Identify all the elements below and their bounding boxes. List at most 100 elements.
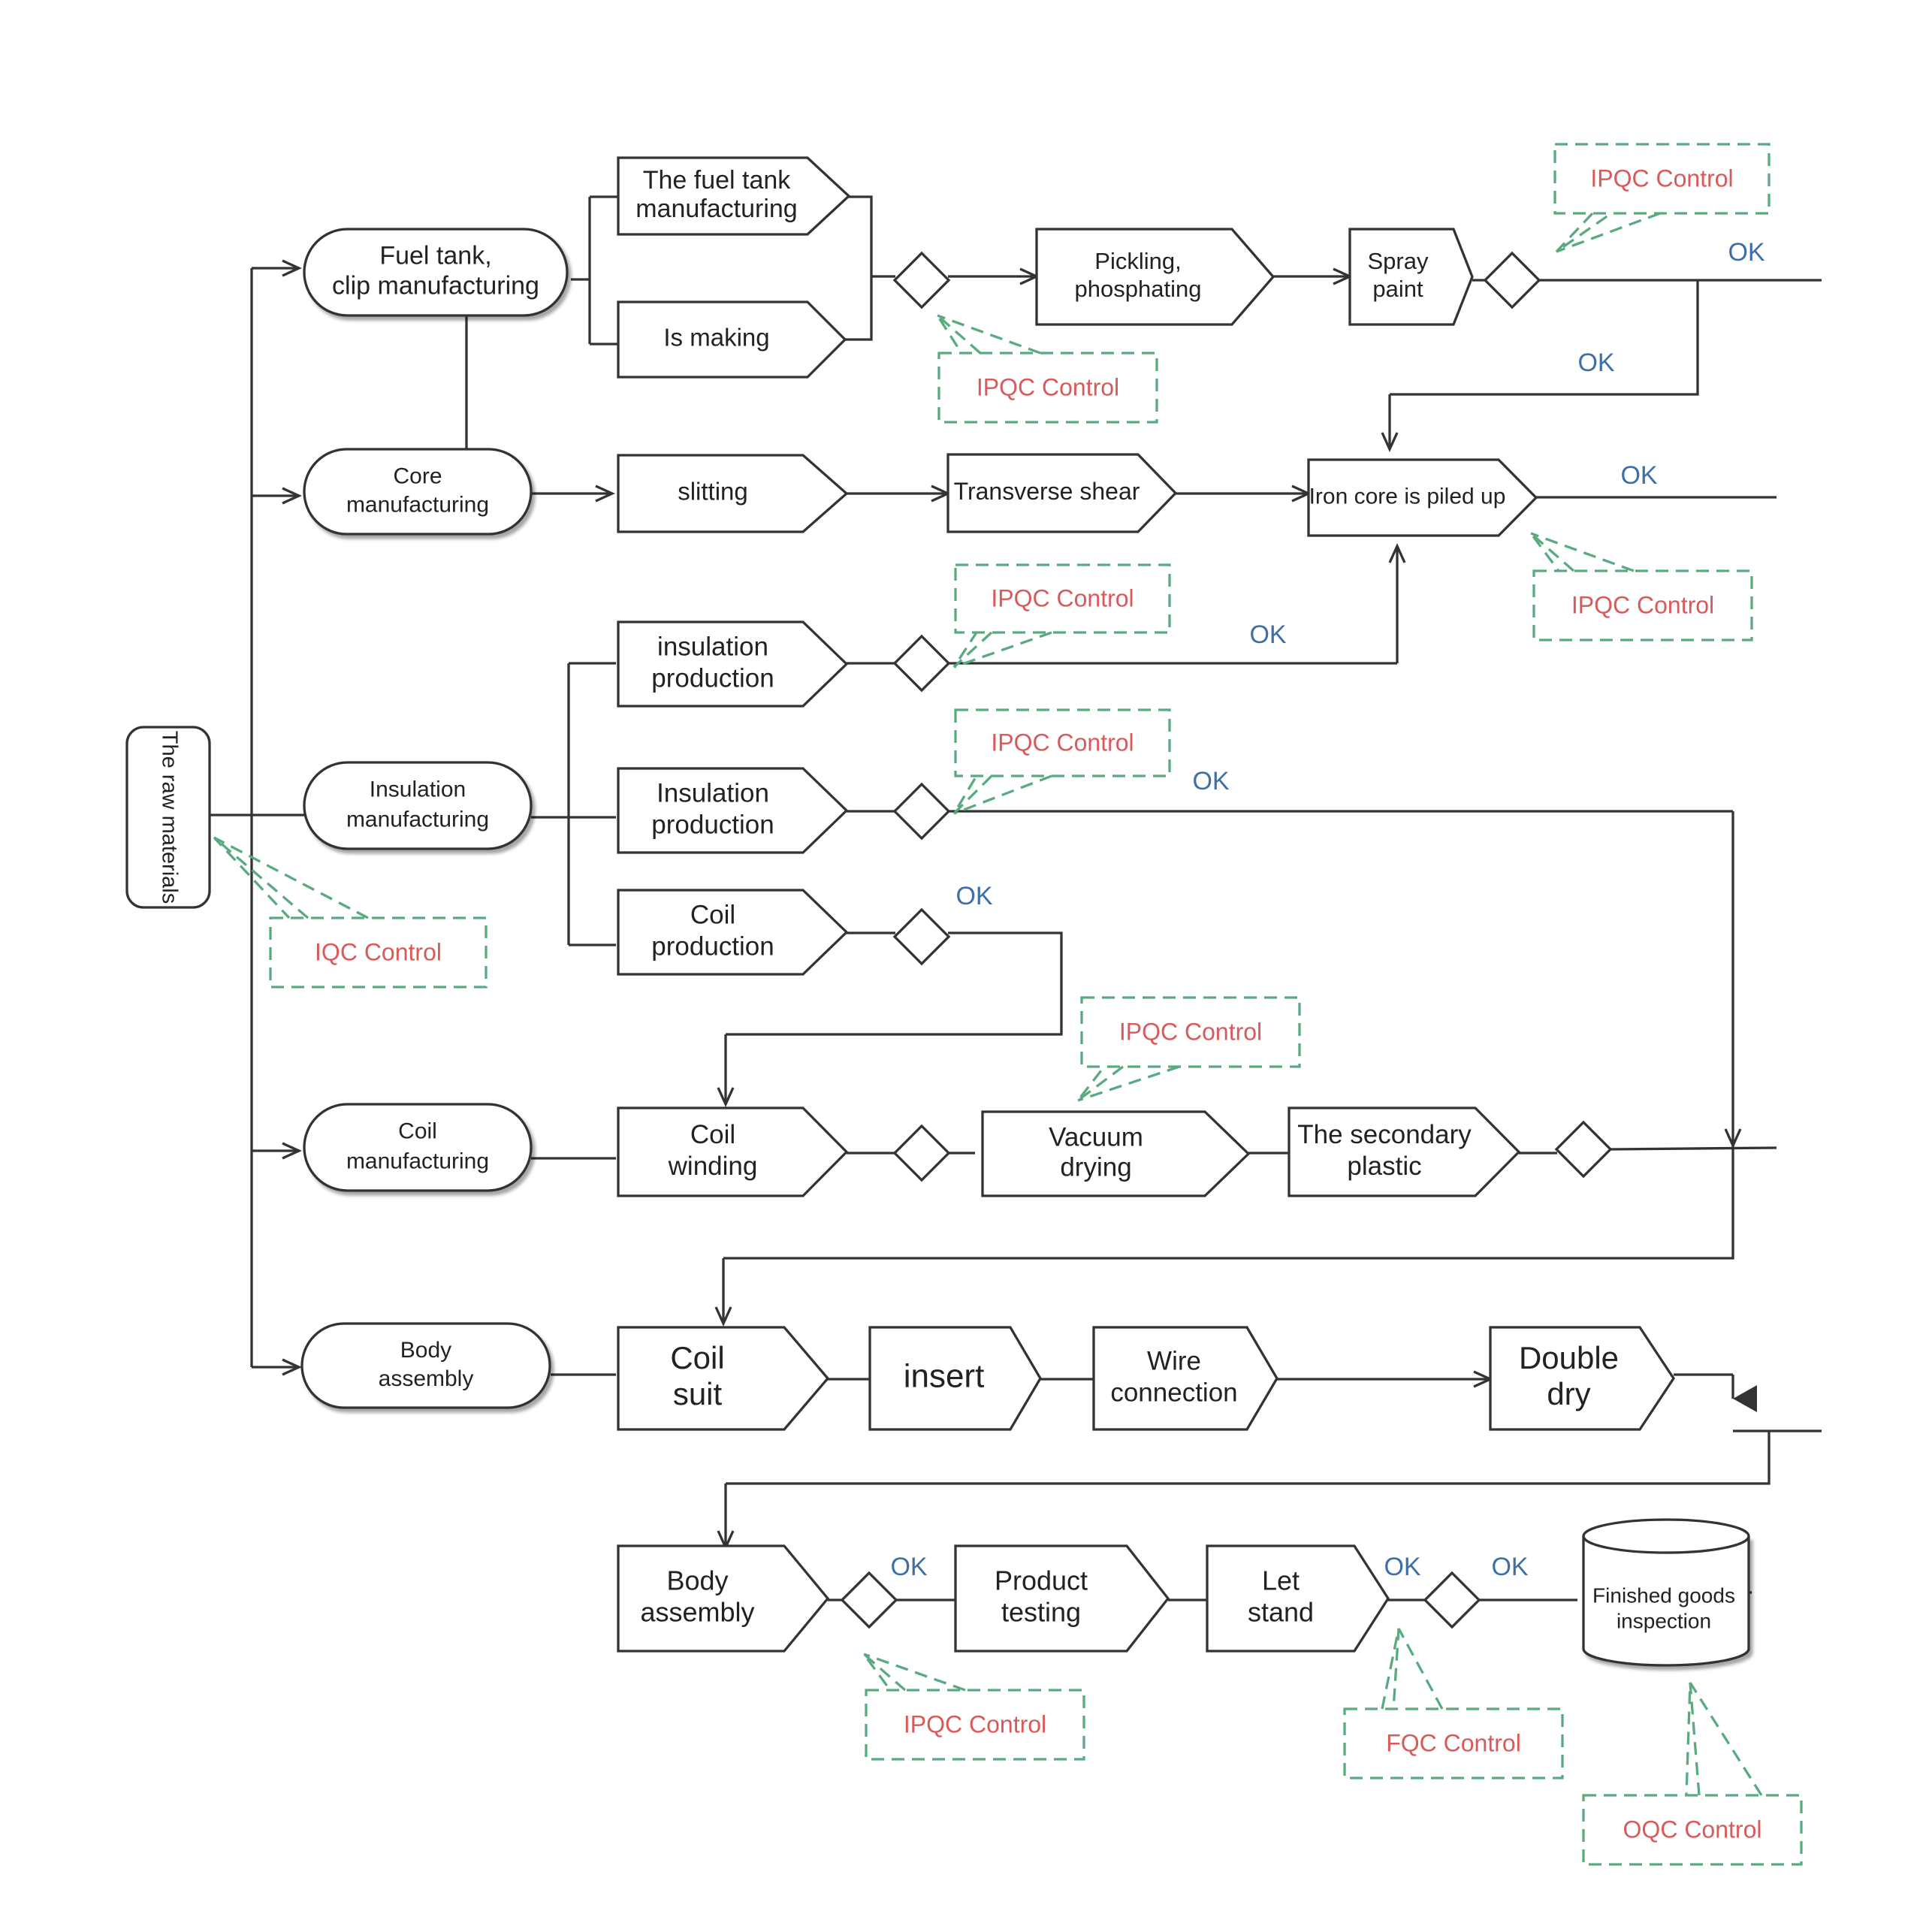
ok-label-8: OK (1384, 1553, 1420, 1581)
fqc-control-pointer (1381, 1628, 1400, 1710)
ok-label-5: OK (1192, 767, 1229, 795)
oqc-control-box (1582, 1794, 1803, 1866)
body-assembly-group-node (300, 1322, 551, 1409)
insulation-production-2-label-2: production (651, 810, 774, 839)
body-assembly-node (617, 1544, 830, 1653)
secondary-plastic-node (1287, 1106, 1521, 1197)
ipqc-control-pointer (1555, 212, 1612, 253)
oqc-control-label: OQC Control (1623, 1816, 1762, 1843)
ipqc-control-pointer-edge (953, 631, 1052, 669)
is-making-label-1: Is making (663, 324, 769, 352)
ok-label-3: OK (1620, 461, 1657, 490)
let-stand-label-2: stand (1248, 1597, 1314, 1628)
iqc-control-pointer-edge (213, 836, 369, 919)
body-assembly-label-1: Body (666, 1565, 728, 1596)
ipqc-control-box (1532, 569, 1753, 641)
iqc-control-box (269, 916, 488, 989)
ipqc-control-pointer-edge (1077, 1065, 1180, 1102)
ipqc-control-pointer-edge (937, 314, 1041, 355)
fuel-tank-clip-label-1: Fuel tank, (379, 241, 491, 270)
wire-connection-label-1: Wire (1147, 1346, 1201, 1375)
insulation-production-1-label-1: insulation (657, 632, 768, 661)
ok-label-9: OK (1491, 1553, 1528, 1581)
ipqc-control-callout-3: IPQC Control (952, 563, 1171, 669)
raw-materials-label: The raw materials (157, 731, 181, 904)
iron-core-node (1307, 458, 1538, 537)
ipqc-control-label: IPQC Control (991, 729, 1134, 756)
finished-goods-label-2: inspection (1617, 1609, 1711, 1632)
insulation-manufacturing-label-1: Insulation (370, 777, 466, 801)
ipqc-control-box (1553, 143, 1770, 215)
insulation-production-2-label-1: Insulation (657, 778, 769, 808)
fuel-tank-manufacturing-label-1: The fuel tank (643, 166, 792, 195)
ipqc-control-pointer (1529, 532, 1575, 572)
oqc-control-pointer (1685, 1682, 1701, 1796)
is-making-node (617, 300, 847, 379)
finished-goods-label-1: Finished goods (1592, 1583, 1735, 1607)
coil-manufacturing-label-1: Coil (398, 1118, 437, 1143)
fuel-tank-manufacturing-label-2: manufacturing (635, 195, 797, 223)
ipqc-control-label: IPQC Control (904, 1710, 1046, 1737)
coil-manufacturing-node (303, 1103, 533, 1192)
ipqc-control-label: IPQC Control (1119, 1018, 1262, 1045)
coil-suit-label-2: suit (673, 1376, 723, 1411)
core-manufacturing-label-1: Core (393, 463, 442, 488)
iqc-control-pointer (213, 836, 309, 919)
pickling-label-2: phosphating (1075, 276, 1202, 302)
decision-diamond-3 (892, 634, 951, 693)
ipqc-control-label: IPQC Control (1590, 165, 1733, 192)
spray-paint-label-1: Spray (1368, 248, 1429, 274)
ipqc-control-pointer-edge (1556, 212, 1661, 253)
let-stand-node (1206, 1544, 1390, 1653)
fuel-tank-clip-node (303, 228, 569, 317)
wire-connection-node (1092, 1326, 1278, 1431)
secondary-plastic-label-1: The secondary (1297, 1120, 1472, 1149)
fqc-control-box (1343, 1707, 1564, 1780)
transverse-shear-label-1: Transverse shear (954, 478, 1140, 505)
ipqc-control-pointer-edge (953, 774, 1052, 815)
ok-label-4: OK (1249, 620, 1286, 649)
insulation-production-1-node (617, 620, 849, 708)
double-dry-label-1: Double (1519, 1340, 1619, 1375)
let-stand-label-1: Let (1262, 1565, 1300, 1596)
fqc-control-pointer-edge (1397, 1628, 1444, 1710)
fuel-tank-manufacturing-node (617, 156, 851, 236)
ipqc-control-label: IPQC Control (991, 584, 1134, 611)
ipqc-control-box (954, 708, 1171, 777)
ok-label-6: OK (955, 882, 992, 910)
ipqc-control-box (954, 563, 1171, 634)
decision-diamond-9 (1423, 1571, 1481, 1629)
coil-manufacturing-label-2: manufacturing (346, 1149, 489, 1173)
insert-node (868, 1326, 1042, 1431)
connector-lines (210, 195, 1822, 1601)
coil-production-node (617, 889, 849, 976)
body-assembly-label-2: assembly (640, 1597, 754, 1628)
ipqc-control-box (865, 1689, 1085, 1761)
ipqc-control-callout-4: IPQC Control (952, 708, 1171, 815)
fuel-tank-clip-label-2: clip manufacturing (332, 271, 539, 300)
decision-diamond-7 (1554, 1120, 1613, 1179)
ipqc-control-pointer-edge (863, 1653, 966, 1692)
insulation-manufacturing-node (303, 761, 533, 850)
ipqc-control-callout-7: IPQC Control (862, 1653, 1085, 1761)
product-testing-label-1: Product (995, 1565, 1088, 1596)
core-manufacturing-node (303, 448, 533, 536)
coil-winding-node (617, 1106, 849, 1197)
double-dry-node (1489, 1326, 1675, 1431)
ipqc-control-pointer (936, 314, 982, 355)
vacuum-drying-node (981, 1110, 1251, 1197)
coil-production-label-2: production (651, 931, 774, 961)
ipqc-control-callout-6: IPQC Control (1076, 996, 1301, 1102)
insert-label-1: insert (904, 1358, 985, 1395)
decision-diamond-6 (892, 1124, 951, 1182)
fqc-control-callout-9: FQC Control (1343, 1628, 1564, 1780)
insulation-manufacturing-label-2: manufacturing (346, 807, 489, 832)
decision-diamonds (840, 251, 1613, 1629)
insulation-production-1-label-2: production (651, 663, 774, 693)
ipqc-control-box (1080, 996, 1301, 1068)
